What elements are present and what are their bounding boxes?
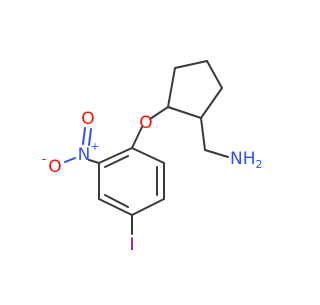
molecule-structure: O N + O O - I NH2	[42, 60, 263, 255]
bond-ar2-nitro-n	[88, 159, 100, 164]
bond-ar1-ar2	[98, 147, 133, 164]
bond-o-arc1	[131, 126, 143, 149]
aromatic-inner-2	[104, 194, 129, 208]
aromatic-inner-1	[104, 155, 129, 168]
atom-nitro-plus: +	[90, 140, 99, 153]
atom-amine-nh: NH	[230, 149, 256, 169]
atom-oxygen-ether: O	[139, 113, 152, 133]
atom-nitro-oxygen-top: O	[81, 109, 94, 129]
bonds	[88, 60, 229, 235]
bond-c5-ch2	[200, 117, 206, 151]
nitro-n-o-top-a	[82, 127, 86, 145]
atom-nitro-nitrogen: N	[78, 145, 91, 165]
bond-c3-c4	[206, 60, 223, 89]
atom-amine: NH2	[230, 149, 263, 171]
atom-nitro-minus: -	[42, 152, 47, 167]
nitro-n-o-left	[64, 157, 76, 163]
bond-c4-c5	[200, 87, 223, 119]
nitro-n-o-top-b	[88, 128, 92, 146]
bond-ar3-ar4	[98, 198, 133, 216]
molecule-diagram: O N + O O - I NH2	[42, 60, 263, 255]
atom-iodine: I	[129, 235, 134, 255]
atom-amine-subscript: 2	[256, 158, 263, 171]
nitro-bonds	[64, 127, 92, 163]
bond-c5-c1	[167, 106, 202, 119]
atom-labels: O N + O O - I NH2	[42, 109, 263, 255]
bond-c2-c3	[174, 60, 208, 69]
bond-ch2-n	[204, 149, 229, 158]
atom-nitro-oxygen-left: O	[48, 157, 61, 177]
bond-ar4-ar5	[131, 198, 165, 216]
bond-c1-c2	[167, 67, 176, 108]
bond-ar6-ar1	[131, 147, 165, 164]
bond-c1-o	[149, 106, 169, 120]
